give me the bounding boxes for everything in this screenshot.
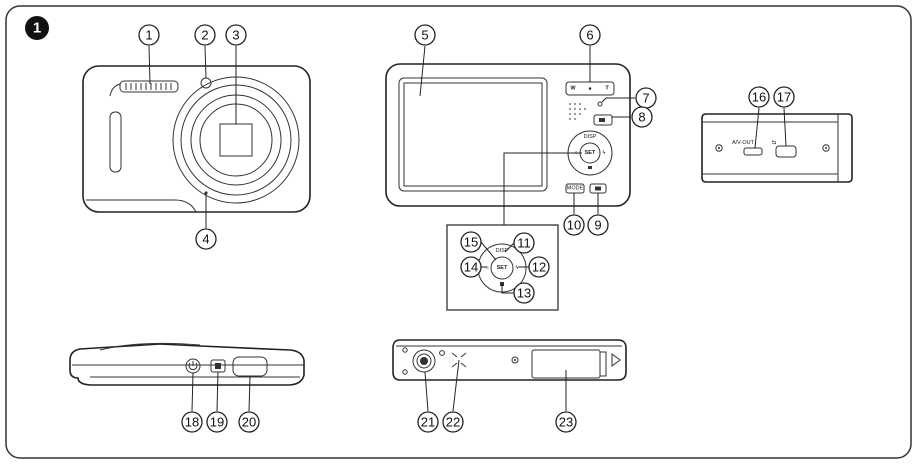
svg-text:4: 4 bbox=[202, 232, 209, 247]
av-out-port[interactable] bbox=[743, 147, 763, 156]
svg-text:6: 6 bbox=[586, 28, 593, 43]
callout-19: 19 bbox=[206, 411, 228, 433]
microphone bbox=[204, 191, 208, 195]
svg-text:11: 11 bbox=[517, 236, 531, 251]
callout-9: 9 bbox=[587, 214, 609, 236]
svg-text:1: 1 bbox=[145, 28, 152, 43]
callout-17: 17 bbox=[773, 86, 795, 108]
svg-text:⇆: ⇆ bbox=[772, 139, 777, 146]
section-badge-number: 1 bbox=[33, 20, 41, 37]
disp-mark: DISP bbox=[584, 134, 597, 140]
leader-lines bbox=[148, 45, 787, 412]
camera-top-view bbox=[69, 342, 305, 386]
detail-disp-mark: DISP bbox=[496, 248, 509, 254]
svg-text:2: 2 bbox=[201, 28, 208, 43]
av-out-mark: A/V-OUT bbox=[732, 140, 755, 146]
callout-10: 10 bbox=[563, 214, 585, 236]
section-badge: 1 bbox=[25, 16, 49, 40]
svg-text:17: 17 bbox=[777, 90, 791, 105]
svg-text:23: 23 bbox=[559, 415, 573, 430]
svg-text:13: 13 bbox=[517, 286, 531, 301]
mode-button[interactable] bbox=[565, 183, 585, 194]
callout-6: 6 bbox=[579, 24, 601, 46]
camera-bottom-view bbox=[392, 339, 627, 381]
zoom-tele-mark: T bbox=[605, 86, 609, 92]
svg-text:22: 22 bbox=[446, 415, 460, 430]
svg-text:ϟ: ϟ bbox=[603, 150, 606, 156]
svg-text:16: 16 bbox=[752, 90, 766, 105]
status-led bbox=[597, 101, 603, 107]
callout-13: 13 bbox=[513, 282, 535, 304]
svg-text:9: 9 bbox=[594, 218, 601, 233]
zoom-wide-mark: W bbox=[570, 86, 576, 92]
callout-20: 20 bbox=[238, 411, 260, 433]
set-button-mark: SET bbox=[585, 150, 596, 156]
callout-2: 2 bbox=[194, 24, 216, 46]
callout-23: 23 bbox=[555, 411, 577, 433]
mode-button-mark: MODE bbox=[567, 186, 584, 192]
lcd-screen bbox=[403, 82, 543, 187]
flash-grill bbox=[125, 83, 172, 90]
callout-1: 1 bbox=[138, 24, 160, 46]
callout-22: 22 bbox=[442, 411, 464, 433]
svg-text:20: 20 bbox=[242, 415, 256, 430]
svg-text:3: 3 bbox=[232, 28, 239, 43]
callout-11: 11 bbox=[513, 232, 535, 254]
callout-5: 5 bbox=[414, 24, 436, 46]
callout-16: 16 bbox=[748, 86, 770, 108]
tripod-socket bbox=[412, 349, 436, 373]
svg-text:5: 5 bbox=[421, 28, 428, 43]
callout-12: 12 bbox=[528, 256, 550, 278]
speaker-grill-bottom bbox=[451, 352, 467, 368]
diagram-frame bbox=[5, 5, 912, 459]
camera-front-view bbox=[82, 65, 311, 213]
speaker bbox=[569, 103, 586, 120]
svg-text:14: 14 bbox=[464, 260, 478, 275]
callout-3: 3 bbox=[225, 24, 247, 46]
camera-back-view: W T SET DISP ☼ ϟ MODE bbox=[385, 63, 631, 207]
hand-grip bbox=[109, 111, 122, 173]
callout-4: 4 bbox=[195, 228, 217, 250]
svg-text:21: 21 bbox=[421, 415, 435, 430]
callout-18: 18 bbox=[181, 411, 203, 433]
callout-8: 8 bbox=[631, 106, 653, 128]
camera-side-view: A/V-OUT ⇆ bbox=[701, 113, 853, 183]
callout-15: 15 bbox=[460, 231, 482, 253]
svg-text:8: 8 bbox=[638, 110, 645, 125]
callout-7: 7 bbox=[635, 87, 657, 109]
svg-text:12: 12 bbox=[532, 260, 546, 275]
svg-text:7: 7 bbox=[642, 91, 649, 106]
svg-text:☼: ☼ bbox=[484, 265, 489, 271]
playback-button[interactable] bbox=[593, 114, 613, 126]
svg-text:15: 15 bbox=[464, 235, 478, 250]
svg-text:ϟ: ϟ bbox=[516, 265, 519, 271]
svg-text:19: 19 bbox=[210, 415, 224, 430]
callout-14: 14 bbox=[460, 256, 482, 278]
svg-text:10: 10 bbox=[567, 218, 581, 233]
svg-text:18: 18 bbox=[185, 415, 199, 430]
callout-21: 21 bbox=[417, 411, 439, 433]
detail-set-mark: SET bbox=[497, 265, 508, 271]
